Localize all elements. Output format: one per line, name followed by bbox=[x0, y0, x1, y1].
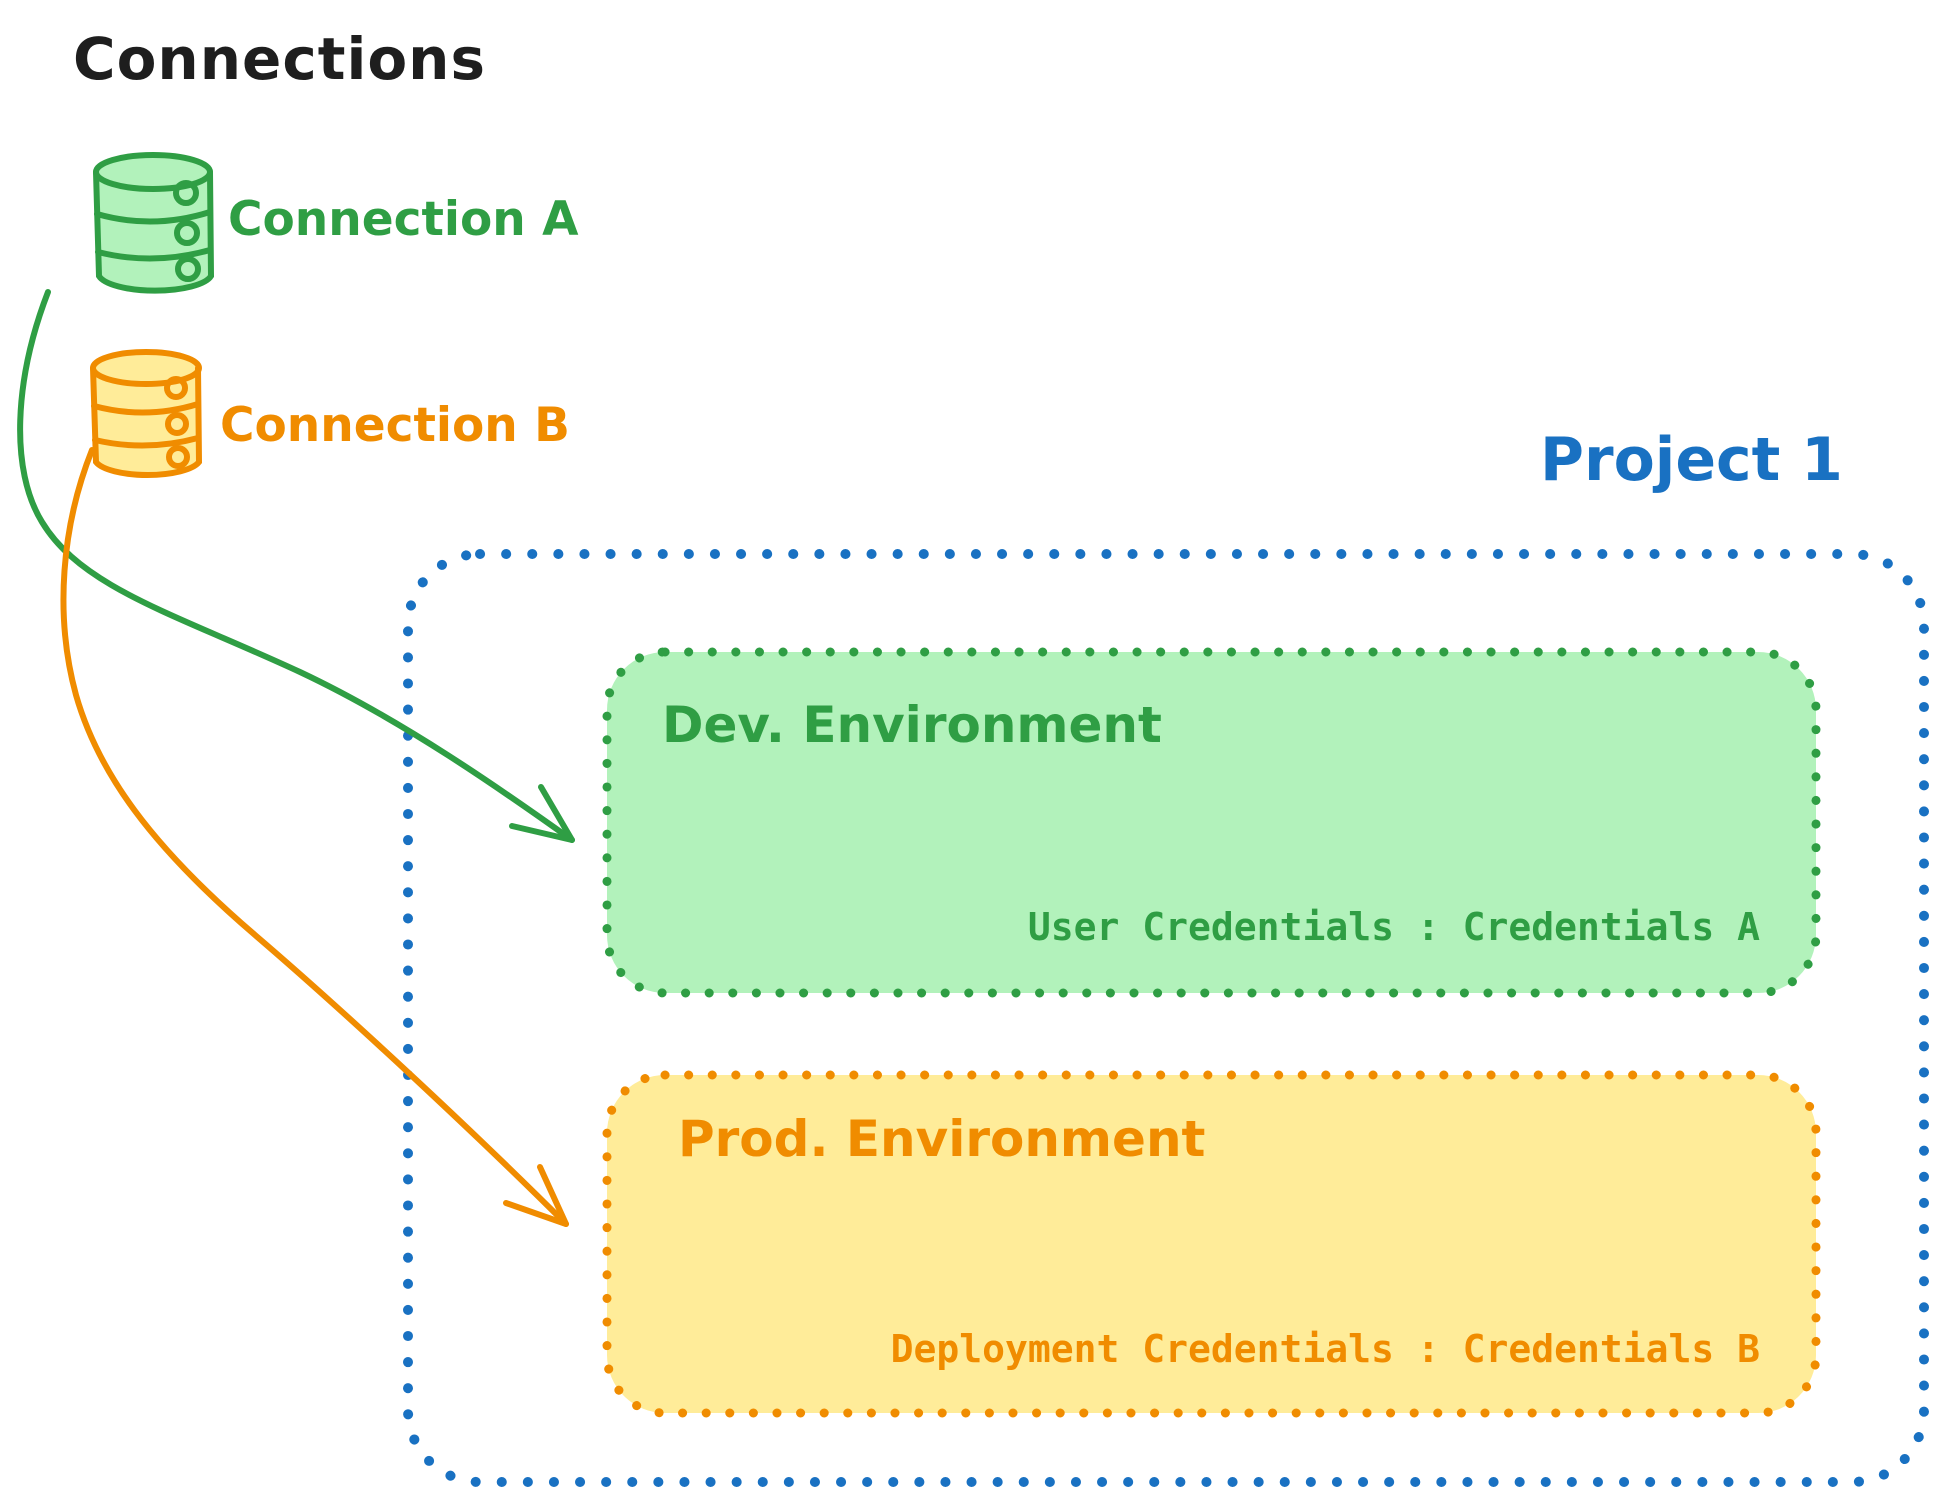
project-title: Project 1 bbox=[1540, 425, 1843, 495]
arrow-connection-b-to-prod bbox=[60, 447, 569, 1227]
connection-b-label: Connection B bbox=[220, 398, 570, 453]
dev-environment-credentials: User Credentials : Credentials A bbox=[1027, 905, 1760, 949]
database-icon-connection-b bbox=[90, 349, 203, 478]
connection-a-label: Connection A bbox=[228, 192, 579, 247]
arrow-connection-a-to-dev bbox=[17, 289, 575, 843]
dev-environment-box bbox=[602, 647, 1821, 998]
prod-environment-title: Prod. Environment bbox=[678, 1110, 1206, 1168]
project-box bbox=[403, 549, 1929, 1487]
prod-environment-box bbox=[602, 1070, 1821, 1418]
prod-environment-credentials: Deployment Credentials : Credentials B bbox=[890, 1327, 1760, 1371]
page-title: Connections bbox=[73, 25, 486, 93]
database-icon-connection-a bbox=[93, 152, 215, 294]
dev-environment-title: Dev. Environment bbox=[662, 696, 1162, 754]
